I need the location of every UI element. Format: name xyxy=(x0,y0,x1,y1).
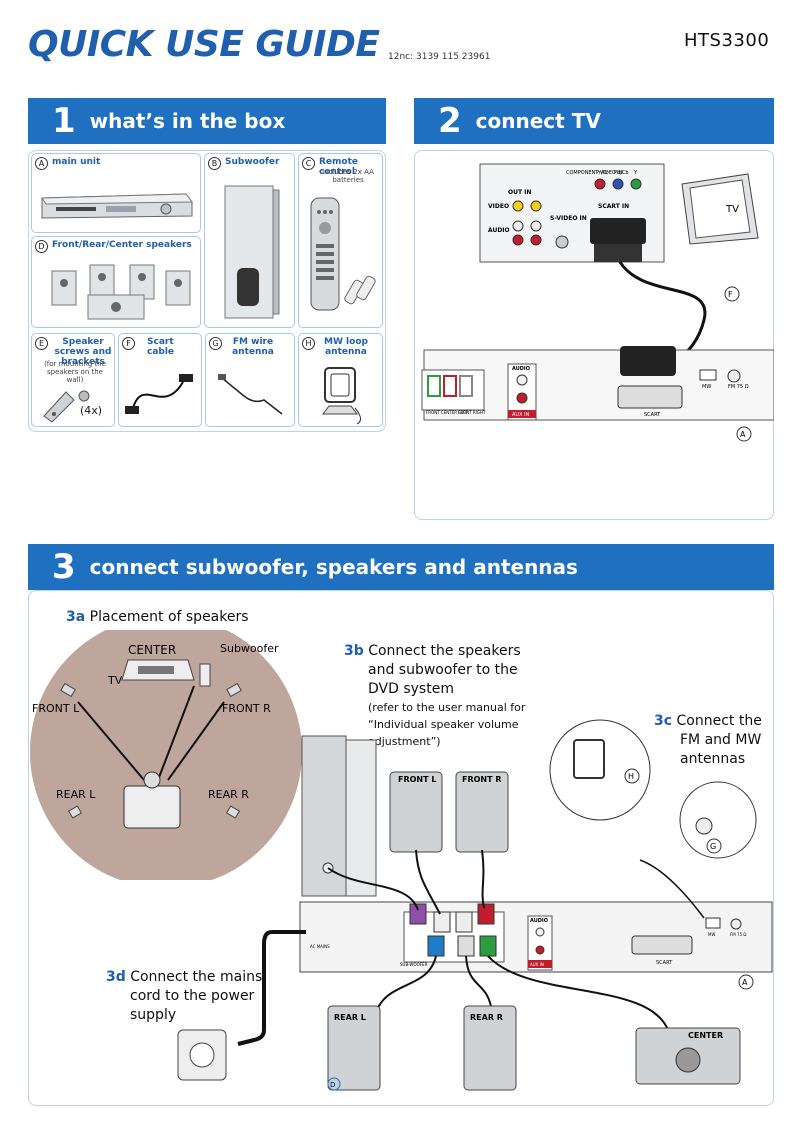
svg-text:H: H xyxy=(628,772,634,781)
step-3d-text: 3d Connect the mains cord to the power s… xyxy=(106,969,263,1023)
svg-text:OUT IN: OUT IN xyxy=(508,189,531,196)
svg-text:TV: TV xyxy=(107,674,123,687)
svg-text:CENTER: CENTER xyxy=(128,643,176,657)
step-3a-heading: 3a Placement of speakers xyxy=(66,609,249,625)
connect-tv-diagram: COMPONENT VIDEO IN Pr/Cr Pb/Cb Y OUT IN … xyxy=(421,163,774,442)
item-speakers: D Front/Rear/Center speakers xyxy=(31,236,201,328)
letter-a-marker: A xyxy=(35,157,48,170)
svg-text:REAR L: REAR L xyxy=(334,1013,366,1022)
item-subwoofer: B Subwoofer xyxy=(204,153,295,328)
svg-text:AUX IN: AUX IN xyxy=(512,412,530,418)
item-remote-control: C Remote control includes 2x AA batteries xyxy=(298,153,383,328)
section-1-banner: 1 what’s in the box xyxy=(28,98,386,144)
svg-text:FRONT R: FRONT R xyxy=(222,702,271,715)
svg-text:S-VIDEO IN: S-VIDEO IN xyxy=(550,215,587,222)
letter-g-marker: G xyxy=(209,337,222,350)
svg-text:REAR R: REAR R xyxy=(470,1013,503,1022)
svg-text:REAR L: REAR L xyxy=(56,788,96,801)
svg-text:REAR R: REAR R xyxy=(208,788,249,801)
svg-text:FRONT L: FRONT L xyxy=(398,775,436,784)
remote-note: includes 2x AA batteries xyxy=(322,168,374,184)
tv-label: TV xyxy=(725,204,739,215)
mw-antenna-illustration xyxy=(322,367,361,425)
subwoofer-illustration xyxy=(224,185,280,319)
remote-illustration xyxy=(310,197,376,311)
svg-text:D: D xyxy=(330,1081,335,1089)
svg-text:SCART: SCART xyxy=(644,412,661,418)
svg-text:AUX IN: AUX IN xyxy=(530,962,544,967)
guide-title: QUICK USE GUIDE xyxy=(28,24,380,65)
item-screws-brackets: E Speaker screws and brackets (for mounti… xyxy=(31,333,115,427)
svg-text:FRONT L: FRONT L xyxy=(32,702,80,715)
svg-text:Pb/Cb: Pb/Cb xyxy=(614,170,629,176)
scart-cable-illustration xyxy=(125,374,193,414)
svg-text:AUDIO: AUDIO xyxy=(488,227,510,234)
letter-b-marker: B xyxy=(208,157,221,170)
step-3b-text: 3b Connect the speakers and subwoofer to… xyxy=(344,643,526,748)
section-1-number: 1 xyxy=(52,101,76,141)
bracket-illustration xyxy=(43,390,90,423)
svg-text:A: A xyxy=(742,978,748,987)
letter-e-marker: E xyxy=(35,337,48,350)
section-2-number: 2 xyxy=(438,101,462,141)
section-3-number: 3 xyxy=(52,547,76,587)
item-fm-antenna: G FM wire antenna xyxy=(205,333,295,427)
subwoofer-label: Subwoofer xyxy=(225,157,280,167)
svg-text:F: F xyxy=(728,290,733,299)
wiring-diagram: FRONT L FRONT R SUB-WOOFER AC MAINS AUDI… xyxy=(177,719,773,1091)
item-mw-antenna: H MW loop antenna xyxy=(298,333,383,427)
fm-antenna-label: FM wire antenna xyxy=(232,337,274,357)
svg-text:FRONT RIGHT: FRONT RIGHT xyxy=(458,410,486,415)
svg-text:G: G xyxy=(710,842,716,851)
svg-text:AC MAINS: AC MAINS xyxy=(310,944,330,949)
svg-text:SCART IN: SCART IN xyxy=(598,203,629,210)
svg-text:SUB-WOOFER: SUB-WOOFER xyxy=(400,962,428,967)
letter-c-marker: C xyxy=(302,157,315,170)
svg-text:AUDIO: AUDIO xyxy=(530,918,548,924)
letter-h-marker: H xyxy=(302,337,315,350)
section-3-banner: 3 connect subwoofer, speakers and antenn… xyxy=(28,544,774,590)
section-2-title: connect TV xyxy=(475,109,601,133)
letter-f-marker: F xyxy=(122,337,135,350)
tv-component-label: COMPONENT VIDEO IN xyxy=(566,170,623,176)
model-number: HTS3300 xyxy=(684,30,770,51)
svg-text:FM 75 Ω: FM 75 Ω xyxy=(728,384,749,390)
svg-text:CENTER: CENTER xyxy=(688,1031,723,1040)
section-2-banner: 2 connect TV xyxy=(414,98,774,144)
mw-antenna-label: MW loop antenna xyxy=(324,337,368,357)
fm-antenna-illustration xyxy=(218,374,283,415)
main-unit-label: main unit xyxy=(52,157,101,167)
svg-text:Subwoofer: Subwoofer xyxy=(220,642,279,655)
svg-text:MW: MW xyxy=(702,384,711,390)
scart-cable-label: Scart cable xyxy=(147,337,175,357)
speakers-label: Front/Rear/Center speakers xyxy=(52,240,192,250)
screws-quantity: (4x) xyxy=(80,404,103,417)
svg-text:Y: Y xyxy=(633,170,638,176)
screws-note: (for mounting the speakers on the wall) xyxy=(44,360,106,384)
section-1-title: what’s in the box xyxy=(89,109,286,133)
svg-text:VIDEO: VIDEO xyxy=(488,203,509,210)
letter-d-marker: D xyxy=(35,240,48,253)
speakers-illustration xyxy=(51,264,191,320)
svg-text:FM 75 Ω: FM 75 Ω xyxy=(730,932,746,937)
svg-text:A: A xyxy=(740,430,746,439)
svg-text:Pr/Cr: Pr/Cr xyxy=(596,170,609,176)
svg-text:FRONT CENTER LEFT: FRONT CENTER LEFT xyxy=(426,410,468,415)
screws-brackets-label: Speaker screws and brackets xyxy=(54,337,112,367)
svg-text:AUDIO: AUDIO xyxy=(512,366,530,372)
step-3c-text: 3c Connect the FM and MW antennas xyxy=(654,713,762,767)
remote-control-label: Remote control xyxy=(319,157,359,177)
svg-text:MW: MW xyxy=(708,932,715,937)
document-code: 12nc: 3139 115 23961 xyxy=(388,52,491,62)
svg-text:SCART: SCART xyxy=(656,960,673,966)
main-unit-illustration xyxy=(41,193,193,219)
section-3-title: connect subwoofer, speakers and antennas xyxy=(89,555,578,579)
speaker-placement-diagram: CENTER Subwoofer TV FRONT L FRONT R REAR… xyxy=(30,630,302,880)
item-scart-cable: F Scart cable xyxy=(118,333,202,427)
svg-text:FRONT R: FRONT R xyxy=(462,775,502,784)
